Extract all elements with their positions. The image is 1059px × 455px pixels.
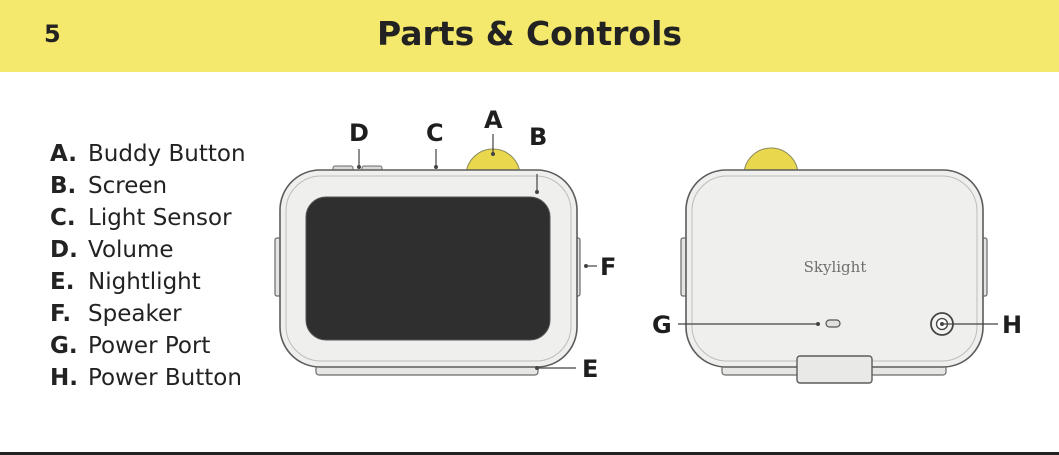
light-sensor: [434, 165, 438, 169]
callout-dot-a: [491, 152, 495, 156]
power-port: [826, 320, 840, 327]
callout-label-a: A: [484, 106, 503, 134]
callout-dot-f: [584, 264, 588, 268]
callout-label-g: G: [652, 311, 672, 339]
device-front-view: D C A B F E: [275, 106, 616, 383]
callout-label-c: C: [426, 119, 444, 147]
callout-dot-e: [535, 366, 539, 370]
screen: [306, 197, 550, 340]
brand-wordmark: Skylight: [804, 258, 867, 276]
callout-label-f: F: [600, 253, 616, 281]
callout-dot-b: [535, 190, 539, 194]
callout-label-d: D: [349, 119, 369, 147]
device-back-view: Skylight G H: [652, 148, 1022, 383]
callout-dot-h: [940, 322, 944, 326]
callout-dot-d: [357, 165, 361, 169]
callout-label-b: B: [529, 123, 547, 151]
callout-dot-g: [816, 322, 820, 326]
callout-label-h: H: [1002, 311, 1022, 339]
callout-label-e: E: [582, 355, 598, 383]
device-stand: [797, 356, 872, 383]
